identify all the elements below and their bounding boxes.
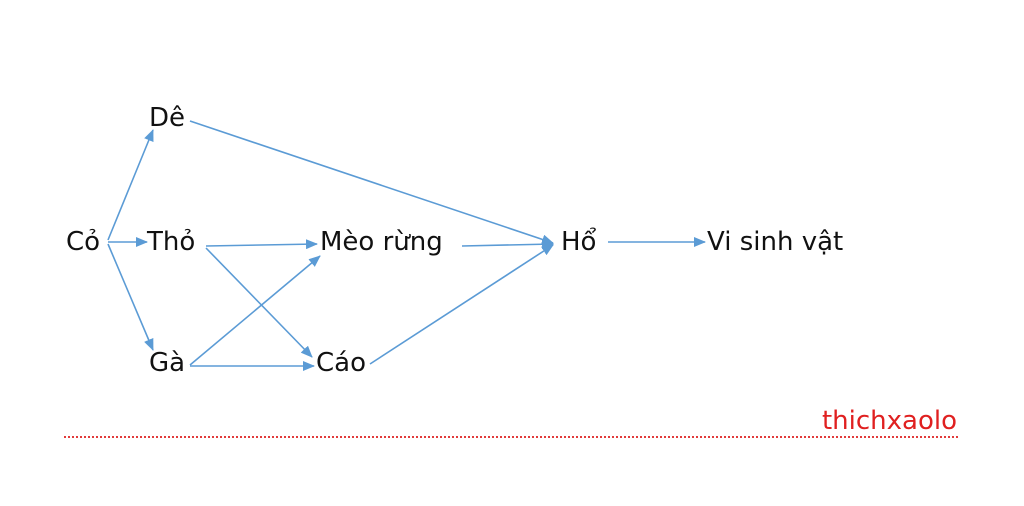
node-co: Cỏ bbox=[66, 227, 101, 257]
node-cao: Cáo bbox=[316, 348, 366, 378]
node-meo-rung: Mèo rừng bbox=[320, 227, 443, 257]
edge-co-to-ga bbox=[107, 243, 154, 351]
node-vi-sinh-vat: Vi sinh vật bbox=[707, 227, 844, 257]
edge-co-to-de bbox=[107, 129, 154, 241]
node-tho: Thỏ bbox=[147, 227, 196, 257]
dotted-underline bbox=[64, 436, 958, 438]
watermark-text: thichxaolo bbox=[821, 406, 957, 436]
edge-tho-to-meo bbox=[205, 239, 318, 250]
node-ho: Hổ bbox=[561, 227, 597, 257]
node-de: Dê bbox=[149, 103, 186, 133]
edge-de-to-ho bbox=[189, 120, 554, 245]
node-ga: Gà bbox=[149, 348, 186, 378]
edge-meo-to-ho bbox=[461, 239, 554, 250]
edge-layer bbox=[107, 120, 706, 371]
edge-cao-to-ho bbox=[369, 244, 554, 365]
edge-tho-to-cao bbox=[205, 247, 313, 358]
edge-ga-to-meo bbox=[189, 255, 321, 366]
